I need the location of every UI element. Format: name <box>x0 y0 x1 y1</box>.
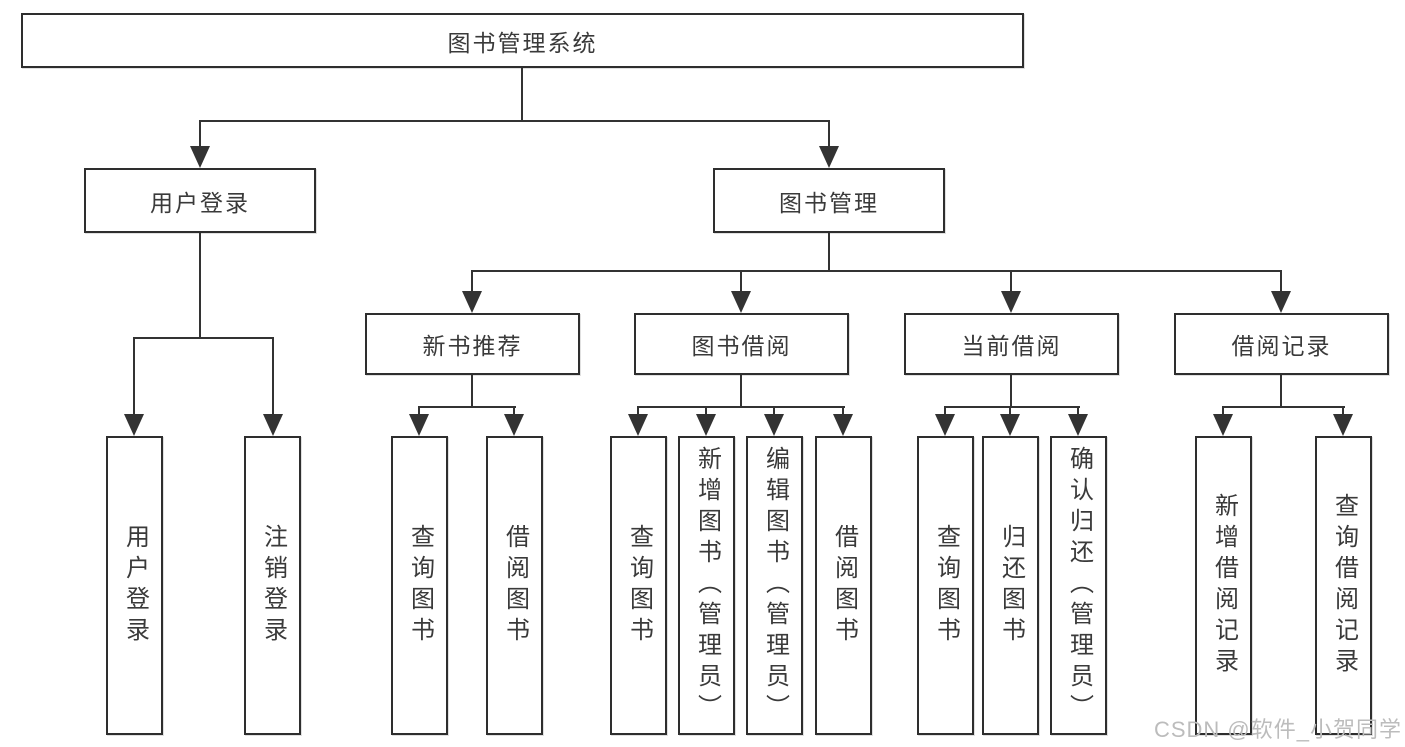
connector-g4-shaft-2 <box>1009 406 1011 416</box>
connector-g4-drop <box>1010 375 1012 406</box>
connector-l3-shaft-3 <box>1010 270 1012 293</box>
node-query-borrow-record: 查询借阅记录 <box>1315 436 1372 735</box>
connector-g3-shaft-3 <box>773 406 775 416</box>
node-book-borrowing: 图书借阅 <box>634 313 849 375</box>
node-borrow-books-leaf: 借阅图书 <box>815 436 872 735</box>
node-book-management: 图书管理 <box>713 168 945 233</box>
node-borrow-books-recommend: 借阅图书 <box>486 436 543 735</box>
arrowhead-g4-1 <box>935 414 955 436</box>
arrowhead-g4-2 <box>1000 414 1020 436</box>
node-library-system: 图书管理系统 <box>21 13 1024 68</box>
node-query-books-recommend-label: 查询图书 <box>406 523 434 648</box>
arrowhead-g4-3 <box>1068 414 1088 436</box>
node-edit-book-admin-label: 编辑图书（管理员） <box>761 446 789 725</box>
watermark: CSDN @软件_小贺同学 <box>1153 717 1402 742</box>
connector-l3-shaft-4 <box>1280 270 1282 293</box>
arrowhead-g1-2 <box>263 414 283 436</box>
node-book-management-label: 图书管理 <box>779 189 879 216</box>
node-library-system-label: 图书管理系统 <box>447 29 598 56</box>
connector-g1-branch <box>133 337 274 339</box>
connector-g5-branch <box>1223 406 1345 408</box>
connector-user-login-shaft <box>199 120 201 148</box>
node-borrowing-records-label: 借阅记录 <box>1231 333 1332 359</box>
arrowhead-l3-2 <box>731 291 751 313</box>
connector-g4-branch <box>945 406 1080 408</box>
node-return-books-label: 归还图书 <box>997 523 1025 648</box>
node-new-book-recommend: 新书推荐 <box>365 313 580 375</box>
connector-g5-shaft-2 <box>1342 406 1344 416</box>
node-add-book-admin-label: 新增图书（管理员） <box>693 446 721 725</box>
node-logout-label: 注销登录 <box>259 523 287 648</box>
node-borrowing-records: 借阅记录 <box>1174 313 1389 375</box>
connector-g5-shaft-1 <box>1222 406 1224 416</box>
arrowhead-l3-4 <box>1271 291 1291 313</box>
node-user-login-leaf-label: 用户登录 <box>121 523 149 648</box>
connector-g1-drop <box>199 233 201 337</box>
node-new-book-recommend-label: 新书推荐 <box>422 333 523 359</box>
node-add-borrow-record: 新增借阅记录 <box>1195 436 1252 735</box>
connector-g2-shaft-2 <box>513 406 515 416</box>
node-user-login-label: 用户登录 <box>150 189 250 216</box>
arrowhead-g1-1 <box>124 414 144 436</box>
arrowhead-l3-3 <box>1001 291 1021 313</box>
connector-g1-shaft-1 <box>133 337 135 414</box>
node-edit-book-admin: 编辑图书（管理员） <box>746 436 803 735</box>
connector-g4-shaft-3 <box>1077 406 1079 416</box>
connector-g2-drop <box>471 375 473 406</box>
connector-book-mgmt-shaft <box>828 120 830 148</box>
connector-g3-branch <box>638 406 845 408</box>
arrowhead-user-login <box>190 146 210 168</box>
node-book-borrowing-label: 图书借阅 <box>691 333 792 359</box>
connector-root-drop <box>521 68 523 120</box>
arrowhead-l3-1 <box>462 291 482 313</box>
arrowhead-g5-1 <box>1213 414 1233 436</box>
connector-level3-drop <box>828 233 830 270</box>
arrowhead-g2-2 <box>504 414 524 436</box>
connector-g4-shaft-1 <box>944 406 946 416</box>
arrowhead-g2-1 <box>409 414 429 436</box>
node-query-books-borrowing: 查询图书 <box>610 436 667 735</box>
node-query-books-current-label: 查询图书 <box>932 523 960 648</box>
connector-l3-shaft-1 <box>471 270 473 293</box>
node-return-books: 归还图书 <box>982 436 1039 735</box>
connector-level2-branch <box>199 120 830 122</box>
arrowhead-g3-3 <box>764 414 784 436</box>
arrowhead-g3-1 <box>628 414 648 436</box>
connector-g5-drop <box>1280 375 1282 406</box>
node-borrow-books-leaf-label: 借阅图书 <box>830 523 858 648</box>
node-add-borrow-record-label: 新增借阅记录 <box>1210 492 1238 679</box>
node-user-login-leaf: 用户登录 <box>106 436 163 735</box>
node-query-books-borrowing-label: 查询图书 <box>625 523 653 648</box>
arrowhead-g5-2 <box>1333 414 1353 436</box>
node-query-borrow-record-label: 查询借阅记录 <box>1330 492 1358 679</box>
node-confirm-return-admin: 确认归还（管理员） <box>1050 436 1107 735</box>
connector-g2-shaft-1 <box>418 406 420 416</box>
node-query-books-recommend: 查询图书 <box>391 436 448 735</box>
arrowhead-g3-4 <box>833 414 853 436</box>
node-current-borrowing-label: 当前借阅 <box>961 333 1062 359</box>
connector-level3-branch <box>472 270 1282 272</box>
connector-l3-shaft-2 <box>740 270 742 293</box>
node-current-borrowing: 当前借阅 <box>904 313 1119 375</box>
connector-g3-drop <box>740 375 742 406</box>
connector-g1-shaft-2 <box>272 337 274 414</box>
node-borrow-books-recommend-label: 借阅图书 <box>501 523 529 648</box>
connector-g2-branch <box>419 406 516 408</box>
connector-g3-shaft-2 <box>705 406 707 416</box>
arrowhead-book-mgmt <box>819 146 839 168</box>
connector-g3-shaft-1 <box>637 406 639 416</box>
arrowhead-g3-2 <box>696 414 716 436</box>
node-confirm-return-admin-label: 确认归还（管理员） <box>1065 446 1093 725</box>
node-logout: 注销登录 <box>244 436 301 735</box>
node-user-login: 用户登录 <box>84 168 316 233</box>
node-add-book-admin: 新增图书（管理员） <box>678 436 735 735</box>
connector-g3-shaft-4 <box>842 406 844 416</box>
node-query-books-current: 查询图书 <box>917 436 974 735</box>
